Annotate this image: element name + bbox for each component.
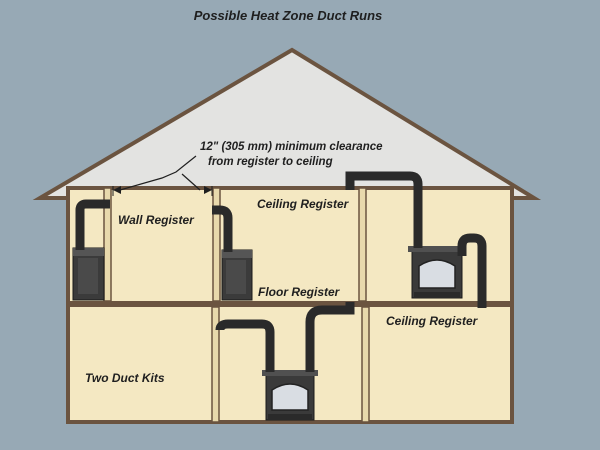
diagram-title: Possible Heat Zone Duct Runs (194, 8, 383, 23)
upper-wall-right (358, 187, 367, 302)
duct-upper-right-to-lower (457, 233, 487, 308)
stove-upper-mid (221, 249, 253, 301)
clearance-leader-line (119, 155, 197, 191)
stove-upper-left (72, 247, 105, 301)
duct-upper-left (75, 199, 110, 250)
lower-wall-left (211, 306, 220, 423)
label-wall-register: Wall Register (118, 213, 195, 227)
label-ceiling-register-upper: Ceiling Register (257, 197, 350, 211)
clearance-leader-line-right (181, 173, 201, 191)
clearance-arrow-left (113, 186, 121, 194)
duct-upper-mid (212, 205, 233, 252)
upper-wall-mid (212, 187, 221, 302)
stove-upper-right (408, 246, 466, 299)
label-floor-register: Floor Register (258, 285, 341, 299)
upper-wall-left (103, 187, 112, 302)
floor-divider (68, 301, 512, 307)
clearance-note-line2: from register to ceiling (208, 156, 333, 168)
clearance-arrow-right (204, 186, 212, 194)
label-two-duct-kits: Two Duct Kits (85, 371, 165, 385)
duct-lower-right (305, 302, 355, 372)
lower-wall-right (361, 306, 370, 423)
label-ceiling-register-lower: Ceiling Register (386, 314, 479, 328)
roof (32, 47, 542, 200)
clearance-note-line1: 12" (305 mm) minimum clearance (200, 141, 383, 153)
duct-upper-right-to-ceiling (345, 171, 423, 248)
duct-lower-left (215, 319, 275, 372)
stove-lower (262, 370, 318, 421)
